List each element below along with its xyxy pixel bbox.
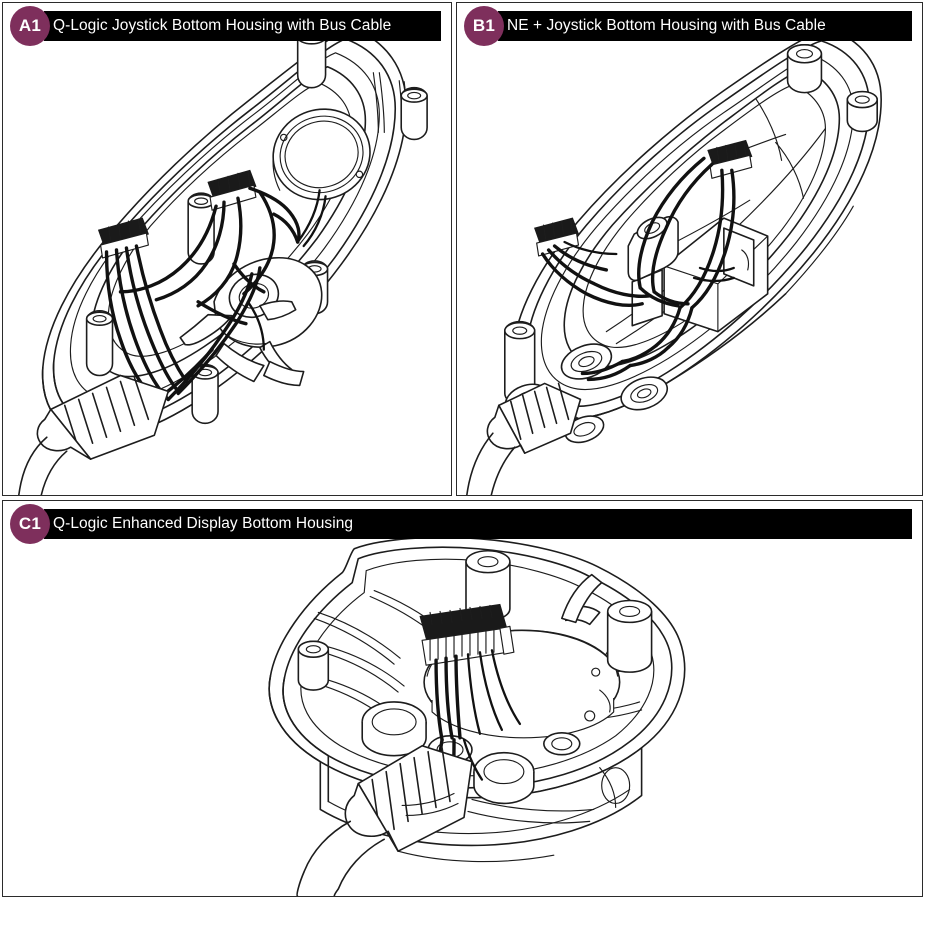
- panel-b1-header: B1 NE + Joystick Bottom Housing with Bus…: [457, 3, 912, 49]
- panel-c1-header: C1 Q-Logic Enhanced Display Bottom Housi…: [3, 501, 912, 547]
- panel-b1-badge: B1: [464, 6, 504, 46]
- standoff-bosses: [297, 549, 653, 805]
- speaker-module: [272, 108, 371, 201]
- housing-shell-outline: [41, 27, 407, 439]
- panel-a1-header: A1 Q-Logic Joystick Bottom Housing with …: [3, 3, 441, 49]
- wire-connector-left: [534, 217, 580, 257]
- panel-a1-badge: A1: [10, 6, 50, 46]
- panel-c1-badge: C1: [10, 504, 50, 544]
- cable-strain-relief: [344, 744, 473, 853]
- bus-cable: [466, 432, 516, 495]
- wire-harness: [104, 186, 327, 406]
- display-cable: [296, 820, 385, 896]
- wire-harness: [540, 156, 736, 382]
- bus-cable: [18, 436, 68, 495]
- cable-strain-relief: [36, 374, 170, 460]
- panel-b1: B1 NE + Joystick Bottom Housing with Bus…: [456, 2, 923, 496]
- panel-c1-illustration: [3, 501, 922, 896]
- ribbon-connector: [419, 603, 515, 666]
- panel-b1-title: NE + Joystick Bottom Housing with Bus Ca…: [498, 11, 912, 41]
- wire-connector-upper: [207, 169, 257, 211]
- gimbal-assembly: [179, 257, 323, 387]
- panel-a1-title: Q-Logic Joystick Bottom Housing with Bus…: [44, 11, 441, 41]
- panel-c1: C1 Q-Logic Enhanced Display Bottom Housi…: [2, 500, 923, 897]
- front-ledge: [397, 767, 631, 863]
- panel-b1-illustration: [457, 3, 922, 495]
- wire-connector-left: [97, 217, 150, 259]
- panel-c1-title: Q-Logic Enhanced Display Bottom Housing: [44, 509, 912, 539]
- panel-a1: A1 Q-Logic Joystick Bottom Housing with …: [2, 2, 452, 496]
- detached-rib: [560, 573, 603, 626]
- wire-connector-upper: [707, 139, 753, 179]
- cable-strain-relief: [486, 382, 582, 454]
- panel-a1-illustration: [3, 3, 451, 495]
